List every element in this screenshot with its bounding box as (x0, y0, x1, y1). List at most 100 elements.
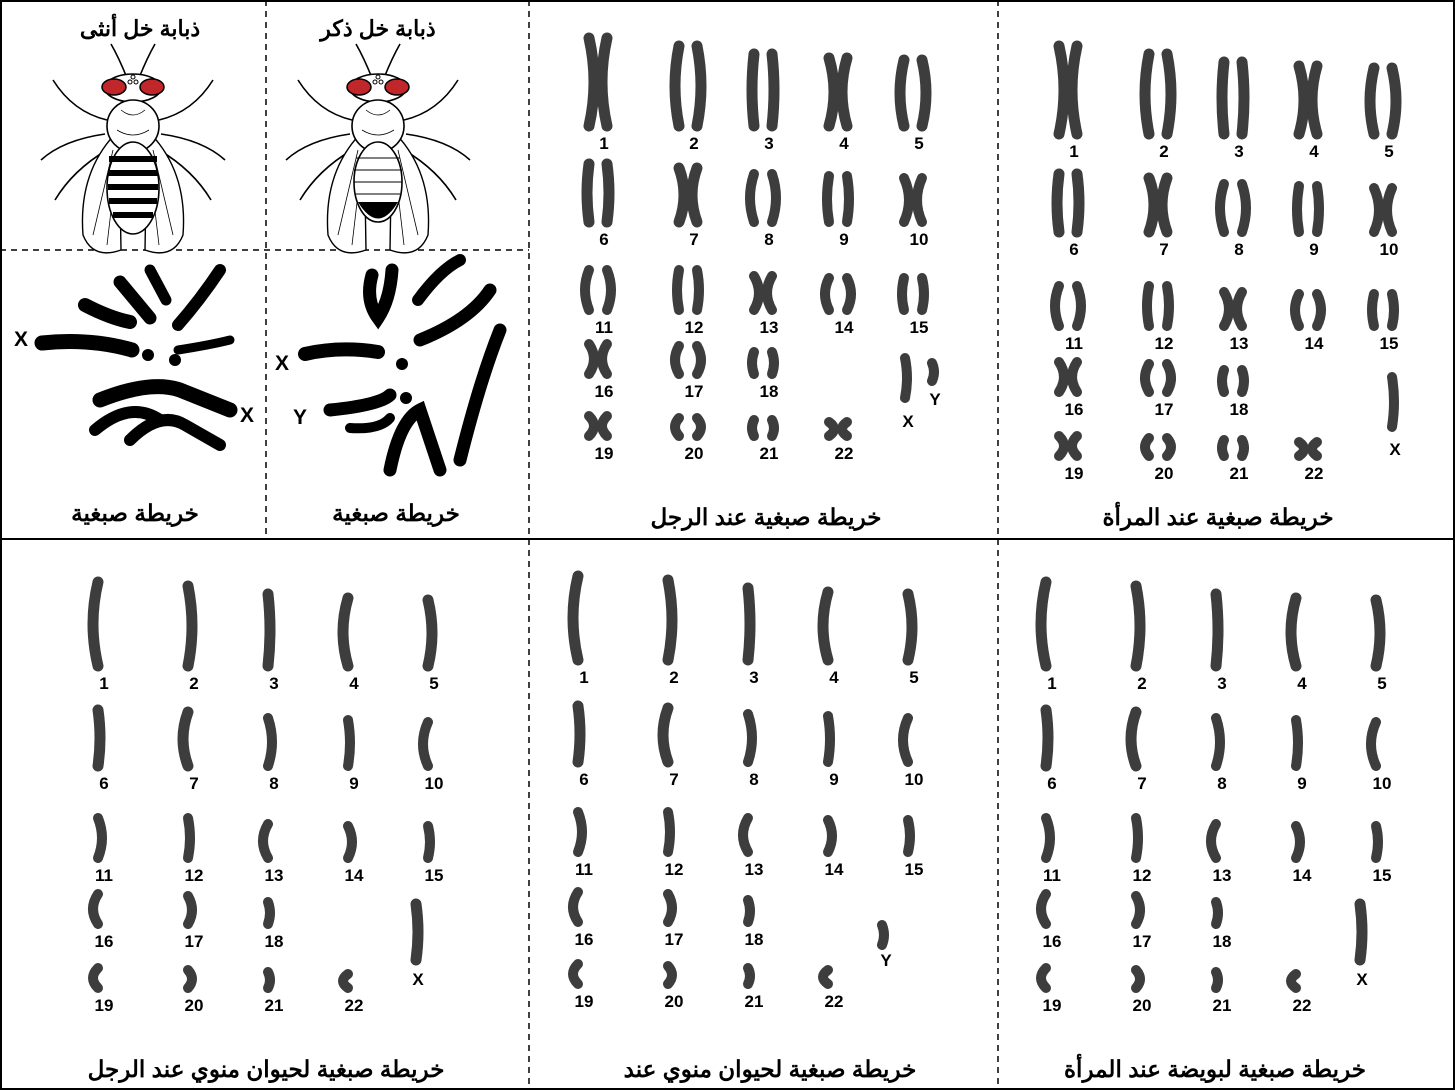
ovum-number-14: 14 (1293, 866, 1312, 886)
man_karyotype-chromosome-6 (587, 164, 609, 222)
ovum-chromosome-7 (1131, 712, 1136, 766)
ovum-chromosome-9 (1296, 720, 1298, 766)
ovum-number-10: 10 (1373, 774, 1392, 794)
sperm-x-chromosomes (93, 582, 432, 988)
man_karyotype-sex-chromosome-X (905, 358, 907, 398)
sperm_x-sex-label-X: X (412, 970, 423, 990)
woman_karyotype-number-14: 14 (1305, 334, 1324, 354)
woman_karyotype-chromosome-19 (1059, 436, 1077, 456)
man_karyotype-number-4: 4 (839, 134, 848, 154)
man_karyotype-number-11: 11 (595, 318, 613, 338)
sperm_y-number-22: 22 (825, 992, 844, 1012)
sperm_y-number-3: 3 (749, 668, 758, 688)
sperm_y-number-2: 2 (669, 668, 678, 688)
male-y-label: Y (293, 406, 307, 430)
sperm_y-chromosome-13 (743, 818, 748, 852)
sperm_x-number-8: 8 (269, 774, 278, 794)
man_karyotype-number-3: 3 (764, 134, 773, 154)
ovum-number-7: 7 (1137, 774, 1146, 794)
woman_karyotype-number-10: 10 (1380, 240, 1399, 260)
ovum-chromosome-21 (1216, 972, 1218, 988)
man_karyotype-chromosome-8 (750, 174, 776, 222)
man_karyotype-chromosome-3 (752, 54, 774, 126)
female-fly-title: ذبابة خل أنثى (80, 16, 200, 42)
woman_karyotype-chromosome-15 (1372, 294, 1394, 326)
male-fly-title: ذبابة خل ذكر (320, 16, 435, 42)
sperm_x-number-13: 13 (265, 866, 284, 886)
woman_karyotype-chromosome-2 (1145, 54, 1171, 134)
woman_karyotype-chromosome-3 (1222, 62, 1244, 134)
male-x-label: X (275, 352, 289, 376)
woman_karyotype-sex-label-X: X (1389, 440, 1400, 460)
man_karyotype-chromosome-2 (675, 46, 701, 126)
sperm_y-chromosome-5 (908, 594, 912, 660)
sperm_y-number-16: 16 (575, 930, 594, 950)
man_karyotype-chromosome-11 (585, 270, 611, 310)
man-karyotype-chromosomes (585, 38, 934, 436)
woman_karyotype-number-7: 7 (1159, 240, 1168, 260)
ovum-chromosome-3 (1216, 594, 1218, 666)
man_karyotype-number-2: 2 (689, 134, 698, 154)
man_karyotype-number-19: 19 (595, 444, 614, 464)
woman_karyotype-number-16: 16 (1065, 400, 1084, 420)
sperm_x-number-20: 20 (185, 996, 204, 1016)
woman_karyotype-number-11: 11 (1065, 334, 1083, 354)
ovum-number-15: 15 (1373, 866, 1392, 886)
sperm_x-number-7: 7 (189, 774, 198, 794)
sperm_x-chromosome-5 (428, 600, 432, 666)
man_karyotype-chromosome-15 (902, 278, 924, 310)
man_karyotype-sex-chromosome-Y (932, 363, 934, 381)
man_karyotype-number-18: 18 (760, 382, 779, 402)
woman_karyotype-chromosome-9 (1297, 186, 1319, 232)
ovum-chromosome-22 (1291, 974, 1296, 988)
ovum-sex-chromosome-X (1360, 904, 1362, 960)
woman_karyotype-chromosome-16 (1059, 362, 1077, 392)
man_karyotype-chromosome-12 (677, 270, 699, 310)
sperm_y-number-19: 19 (575, 992, 594, 1012)
sperm_y-chromosome-8 (748, 714, 752, 762)
ovum-number-12: 12 (1133, 866, 1152, 886)
man_karyotype-number-7: 7 (689, 230, 698, 250)
sperm_y-chromosome-19 (573, 964, 578, 984)
man_karyotype-chromosome-17 (675, 346, 701, 374)
woman_karyotype-chromosome-6 (1057, 174, 1079, 232)
sperm_y-number-6: 6 (579, 770, 588, 790)
woman_karyotype-chromosome-1 (1059, 46, 1077, 134)
sperm_x-number-17: 17 (185, 932, 204, 952)
sperm_y-number-14: 14 (825, 860, 844, 880)
sperm-x-caption: خريطة صبغية لحيوان منوي عند الرجل (88, 1056, 445, 1083)
sperm_x-chromosome-11 (98, 818, 102, 858)
man-karyotype-caption: خريطة صبغية عند الرجل (651, 504, 882, 531)
sperm_x-chromosome-9 (348, 720, 350, 766)
man_karyotype-chromosome-21 (752, 420, 774, 436)
woman_karyotype-number-18: 18 (1230, 400, 1249, 420)
sperm_x-number-22: 22 (345, 996, 364, 1016)
sperm_y-chromosome-9 (828, 716, 830, 762)
ovum-chromosome-18 (1216, 902, 1218, 924)
woman_karyotype-chromosome-10 (1374, 188, 1392, 232)
sperm_x-number-18: 18 (265, 932, 284, 952)
ovum-chromosome-1 (1041, 582, 1046, 666)
sperm_y-chromosome-7 (663, 708, 668, 762)
woman_karyotype-chromosome-4 (1299, 66, 1317, 134)
sperm_y-chromosome-6 (578, 706, 580, 762)
woman_karyotype-number-2: 2 (1159, 142, 1168, 162)
sperm_x-number-12: 12 (185, 866, 204, 886)
ovum-chromosome-13 (1211, 824, 1216, 858)
ovum-chromosome-12 (1136, 818, 1138, 858)
man_karyotype-number-15: 15 (910, 318, 929, 338)
sperm_y-chromosome-21 (748, 968, 750, 984)
sperm_x-chromosome-4 (343, 598, 348, 666)
sperm_x-chromosome-13 (263, 824, 268, 858)
sperm_x-chromosome-22 (343, 974, 348, 988)
sperm_y-number-20: 20 (665, 992, 684, 1012)
man_karyotype-chromosome-5 (900, 60, 926, 126)
ovum-sex-label-X: X (1356, 970, 1367, 990)
male-karyotype-caption: خريطة صبغية (332, 500, 460, 527)
ovum-chromosomes (1041, 582, 1380, 988)
sperm_x-number-14: 14 (345, 866, 364, 886)
woman_karyotype-chromosome-11 (1055, 286, 1081, 326)
ovum-number-5: 5 (1377, 674, 1386, 694)
sperm_y-number-17: 17 (665, 930, 684, 950)
